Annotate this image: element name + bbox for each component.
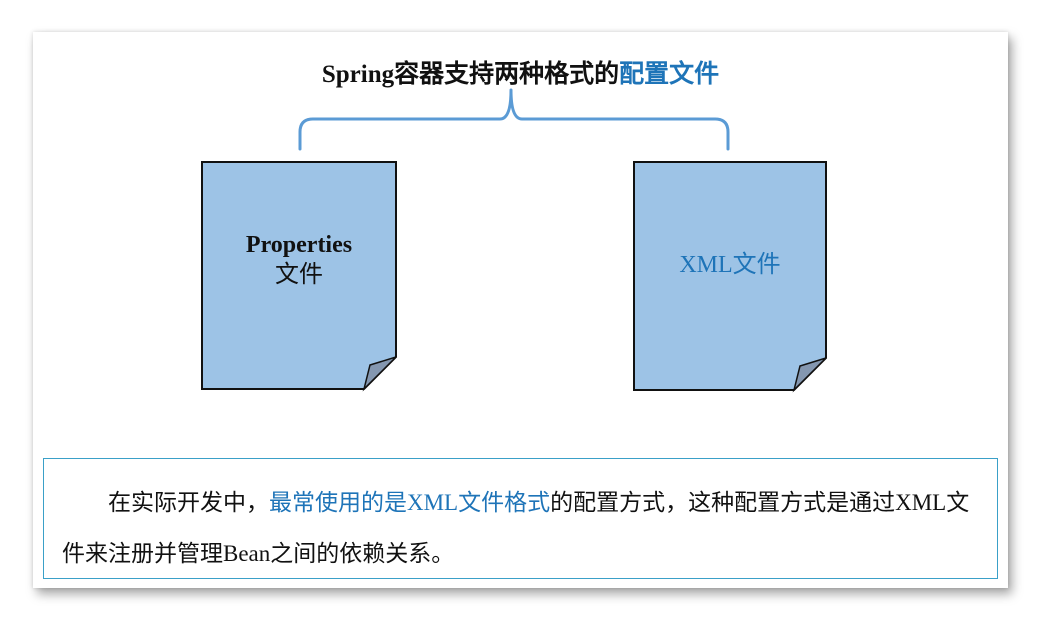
title-highlight: 配置文件 xyxy=(619,61,720,88)
slide-card: Spring容器支持两种格式的配置文件 Properties 文件 XML文件 … xyxy=(33,32,1008,588)
note-box: 在实际开发中，最常使用的是XML文件格式的配置方式，这种配置方式是通过XML文件… xyxy=(43,458,998,579)
note-highlight: 最常使用的是XML文件格式 xyxy=(269,490,551,515)
title-prefix: Spring容器支持两种格式的 xyxy=(321,61,620,88)
page-fold xyxy=(362,356,397,392)
properties-document-label: Properties 文件 xyxy=(202,230,396,290)
note-part2: 的配置方式，这种配置方式是通过XML文件来注册并管理Bean之间的依赖关系。 xyxy=(62,490,970,566)
diagram-graphic xyxy=(201,88,827,393)
xml-document-icon xyxy=(633,161,827,393)
note-part1: 在实际开发中， xyxy=(108,490,269,515)
diagram-title: Spring容器支持两种格式的配置文件 xyxy=(33,54,1008,90)
properties-label-line1: Properties xyxy=(245,232,353,258)
page-fold xyxy=(792,357,827,393)
curly-brace xyxy=(298,88,730,151)
properties-document-icon xyxy=(201,161,397,392)
xml-document-label: XML文件 xyxy=(679,252,781,278)
properties-label-line2: 文件 xyxy=(275,262,323,288)
